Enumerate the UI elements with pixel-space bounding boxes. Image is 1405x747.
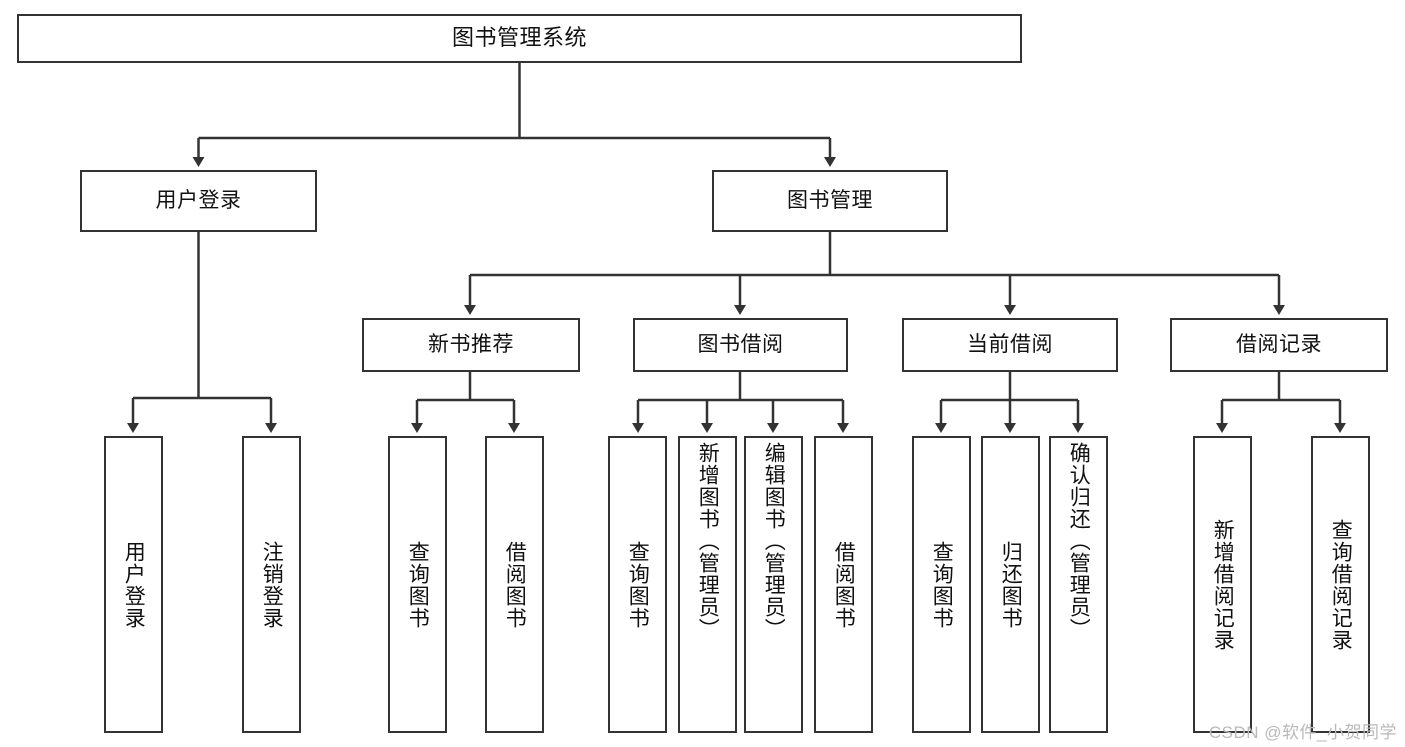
node-book-borrow[interactable]: 图书借阅: [633, 318, 848, 372]
node-leaf-add-borrow-record[interactable]: 新增借阅记录: [1193, 436, 1252, 733]
node-current-borrow[interactable]: 当前借阅: [902, 318, 1118, 372]
node-label: 当前借阅: [967, 333, 1053, 357]
leaf-text-wrap: 查询借阅记录: [1313, 438, 1368, 731]
node-label: 借阅图书: [503, 540, 527, 629]
node-label: 新书推荐: [428, 333, 514, 357]
node-label: 用户登录: [122, 540, 146, 629]
leaf-text-wrap: 新增借阅记录: [1195, 438, 1250, 731]
node-label: 图书管理系统: [451, 25, 587, 51]
leaf-text-wrap: 查询图书: [610, 438, 665, 731]
leaf-text-wrap: 编辑图书（管理员）: [746, 438, 801, 735]
leaf-text-wrap: 用户登录: [106, 438, 161, 731]
node-label: 查询图书: [930, 540, 954, 629]
node-leaf-query-borrow-record[interactable]: 查询借阅记录: [1311, 436, 1370, 733]
node-leaf-add-book[interactable]: 新增图书（管理员）: [678, 436, 737, 733]
node-label: 借阅记录: [1236, 333, 1322, 357]
node-label: 编辑图书（管理员）: [762, 442, 786, 640]
node-root-book-management-system[interactable]: 图书管理系统: [17, 14, 1022, 63]
node-book-manage[interactable]: 图书管理: [712, 170, 948, 232]
leaf-text-wrap: 查询图书: [390, 438, 445, 731]
node-label: 图书借阅: [697, 333, 784, 357]
node-leaf-query-book-borrow[interactable]: 查询图书: [608, 436, 667, 733]
node-leaf-confirm-return[interactable]: 确认归还（管理员）: [1049, 436, 1108, 733]
node-label: 确认归还（管理员）: [1067, 442, 1091, 640]
node-label: 图书管理: [787, 189, 873, 213]
node-borrow-record[interactable]: 借阅记录: [1170, 318, 1388, 372]
node-leaf-user-login[interactable]: 用户登录: [104, 436, 163, 733]
node-leaf-query-book-recommend[interactable]: 查询图书: [388, 436, 447, 733]
leaf-text-wrap: 确认归还（管理员）: [1051, 438, 1106, 735]
node-label: 新增借阅记录: [1211, 518, 1235, 651]
node-label: 借阅图书: [832, 540, 856, 629]
node-label: 查询图书: [406, 540, 430, 629]
node-leaf-edit-book[interactable]: 编辑图书（管理员）: [744, 436, 803, 733]
node-label: 查询图书: [626, 540, 650, 629]
node-label: 新增图书（管理员）: [696, 442, 720, 640]
leaf-text-wrap: 新增图书（管理员）: [680, 438, 735, 735]
watermark-text: CSDN @软件_小贺同学: [1208, 723, 1397, 742]
node-new-book-recommend[interactable]: 新书推荐: [362, 318, 580, 372]
node-label: 用户登录: [155, 189, 242, 213]
node-leaf-borrow-book[interactable]: 借阅图书: [814, 436, 873, 733]
node-leaf-user-logout[interactable]: 注销登录: [242, 436, 301, 733]
leaf-text-wrap: 借阅图书: [816, 438, 871, 731]
leaf-text-wrap: 归还图书: [983, 438, 1038, 731]
node-label: 查询借阅记录: [1329, 518, 1353, 651]
leaf-text-wrap: 注销登录: [244, 438, 299, 731]
leaf-text-wrap: 查询图书: [914, 438, 969, 731]
leaf-text-wrap: 借阅图书: [487, 438, 542, 731]
node-label: 归还图书: [999, 540, 1023, 629]
node-leaf-return-book[interactable]: 归还图书: [981, 436, 1040, 733]
node-leaf-query-book-current[interactable]: 查询图书: [912, 436, 971, 733]
node-user-login[interactable]: 用户登录: [80, 170, 317, 232]
node-leaf-borrow-book-recommend[interactable]: 借阅图书: [485, 436, 544, 733]
node-label: 注销登录: [260, 540, 284, 629]
